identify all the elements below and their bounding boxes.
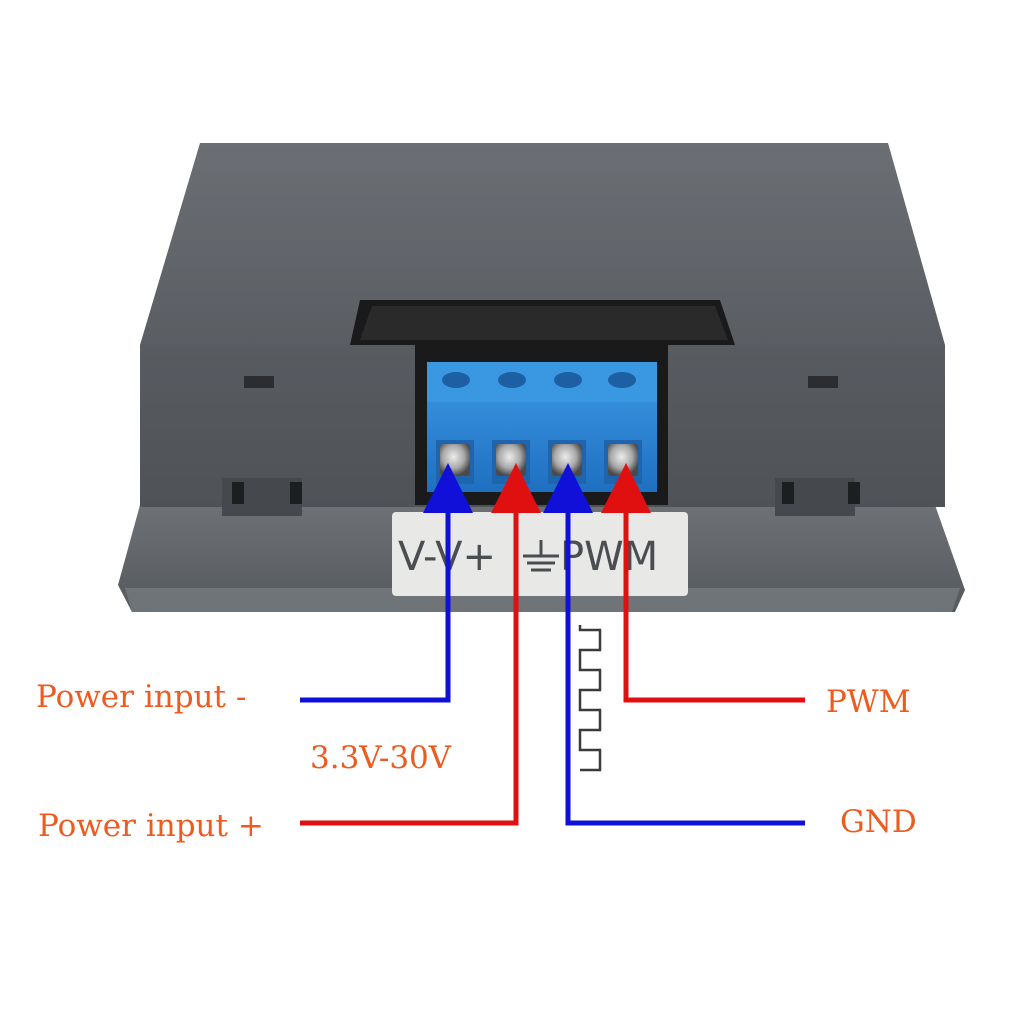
pwm-waveform-icon	[578, 625, 602, 772]
label-power-plus: Power input +	[38, 808, 264, 844]
device-housing: V-V+ PWM	[118, 143, 965, 612]
wire-power-minus	[300, 463, 473, 703]
label-voltage-range: 3.3V-30V	[310, 740, 452, 776]
wire-gnd	[543, 463, 805, 826]
plate-text-2: PWM	[560, 534, 658, 580]
label-power-minus: Power input -	[36, 679, 246, 715]
wire-power-plus	[300, 463, 541, 826]
case-top	[140, 143, 945, 345]
clip-slot-left	[244, 376, 274, 388]
wire-pwm	[601, 463, 805, 703]
clip-slot-right	[808, 376, 838, 388]
terminal-screw-hole	[442, 372, 636, 388]
terminal-block	[427, 362, 657, 492]
label-gnd: GND	[840, 804, 917, 840]
label-pwm: PWM	[826, 684, 910, 720]
ground-icon	[523, 540, 559, 572]
